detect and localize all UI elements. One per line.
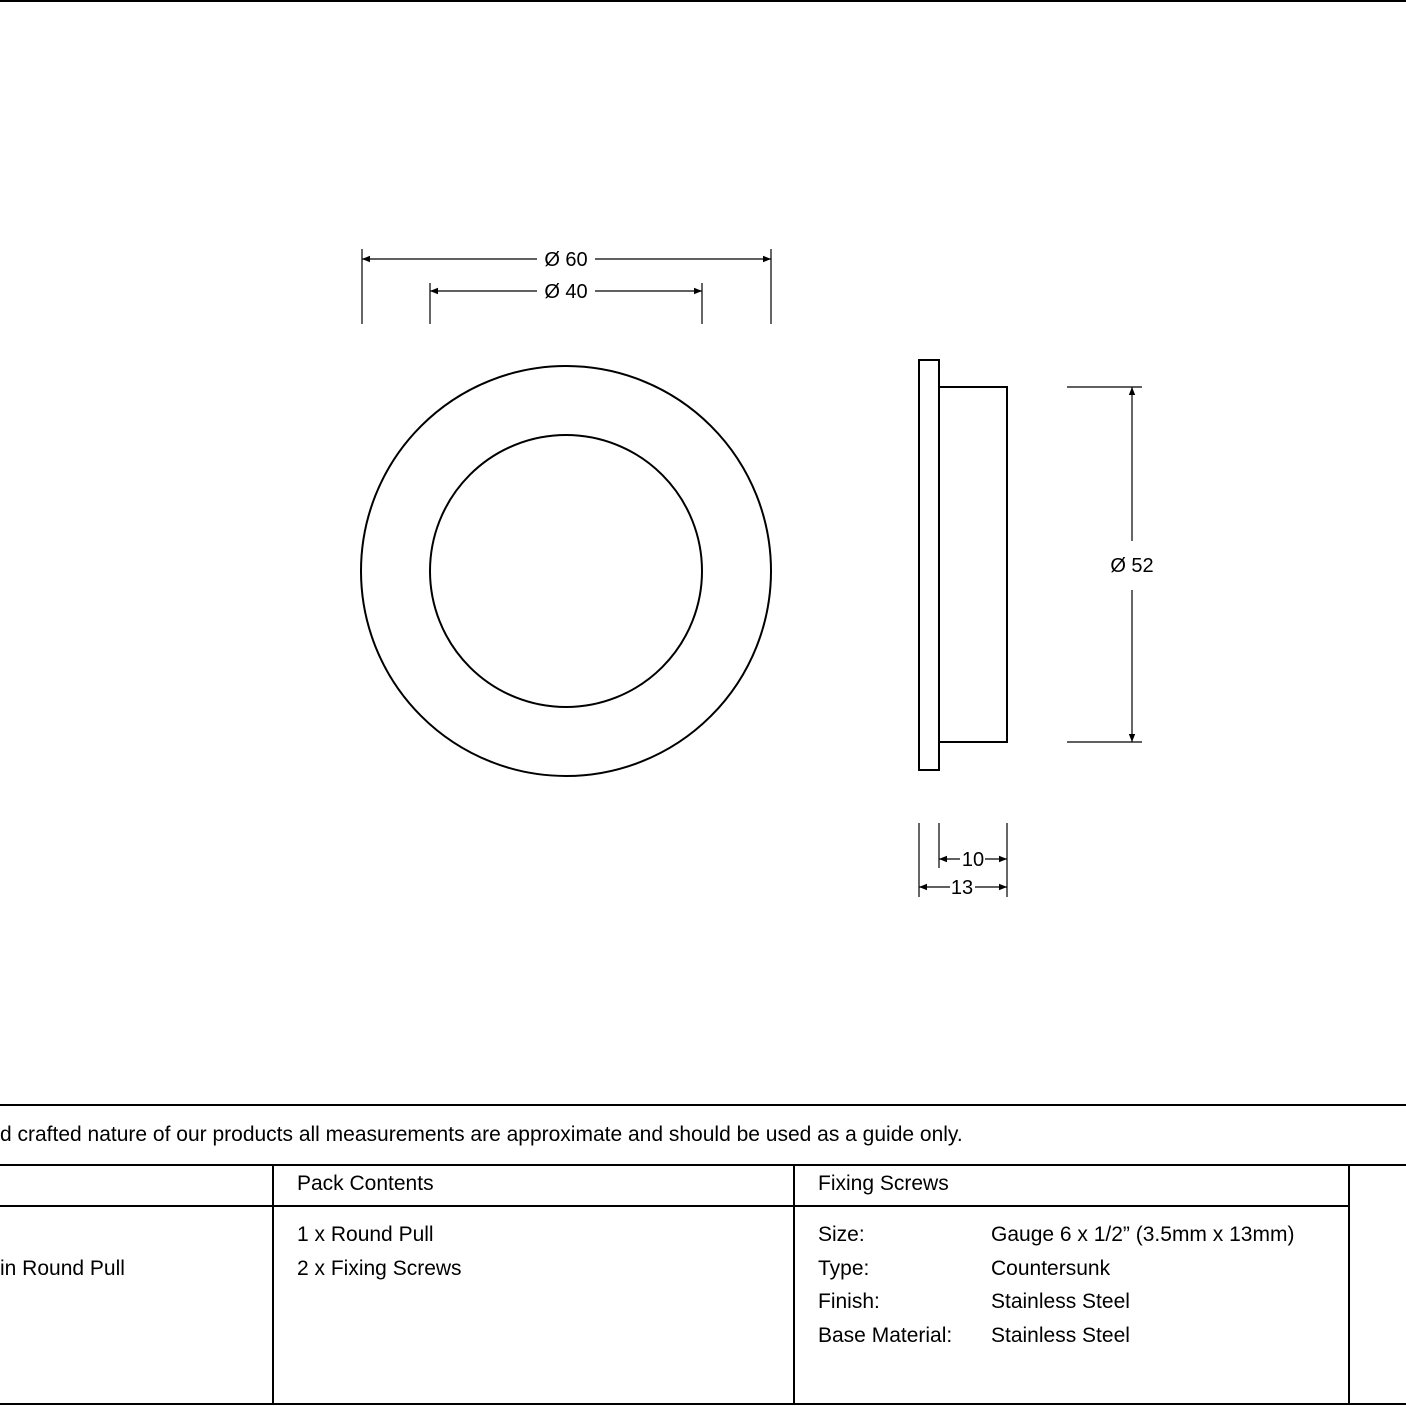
dimension-depths: 10 13 bbox=[918, 823, 1008, 899]
screw-spec-label: Type: bbox=[818, 1257, 870, 1280]
screw-spec-label: Base Material: bbox=[818, 1324, 953, 1347]
screw-spec-label: Finish: bbox=[818, 1290, 880, 1313]
outer-circle bbox=[360, 365, 772, 777]
pack-contents-item: 1 x Round Pull bbox=[297, 1223, 434, 1246]
side-view bbox=[918, 359, 1008, 771]
body-depth-label: 10 bbox=[962, 849, 984, 871]
dimension-flange-diameter: Ø 52 bbox=[1067, 386, 1154, 743]
screw-spec-value: Countersunk bbox=[991, 1257, 1111, 1280]
outer-diameter-label: Ø 60 bbox=[544, 249, 587, 271]
front-view bbox=[360, 365, 772, 777]
pack-contents-header: Pack Contents bbox=[297, 1172, 434, 1195]
info-table-grid bbox=[0, 1104, 1406, 1405]
fixing-screws-header: Fixing Screws bbox=[818, 1172, 949, 1195]
disclaimer-text: d crafted nature of our products all mea… bbox=[0, 1123, 963, 1146]
pack-contents-item: 2 x Fixing Screws bbox=[297, 1257, 462, 1280]
flange-profile bbox=[918, 359, 940, 771]
dimension-outer-diameter: Ø 60 bbox=[361, 249, 772, 324]
product-name: in Round Pull bbox=[0, 1257, 125, 1280]
overall-depth-label: 13 bbox=[951, 877, 973, 899]
screw-spec-value: Stainless Steel bbox=[991, 1290, 1130, 1313]
screw-spec-value: Gauge 6 x 1/2” (3.5mm x 13mm) bbox=[991, 1223, 1295, 1246]
inner-diameter-label: Ø 40 bbox=[544, 281, 587, 303]
screw-spec-label: Size: bbox=[818, 1223, 865, 1246]
screw-spec-value: Stainless Steel bbox=[991, 1324, 1130, 1347]
dimension-inner-diameter: Ø 40 bbox=[429, 281, 703, 324]
inner-circle bbox=[429, 434, 703, 708]
body-profile bbox=[938, 386, 1008, 743]
flange-diameter-label: Ø 52 bbox=[1110, 555, 1153, 577]
